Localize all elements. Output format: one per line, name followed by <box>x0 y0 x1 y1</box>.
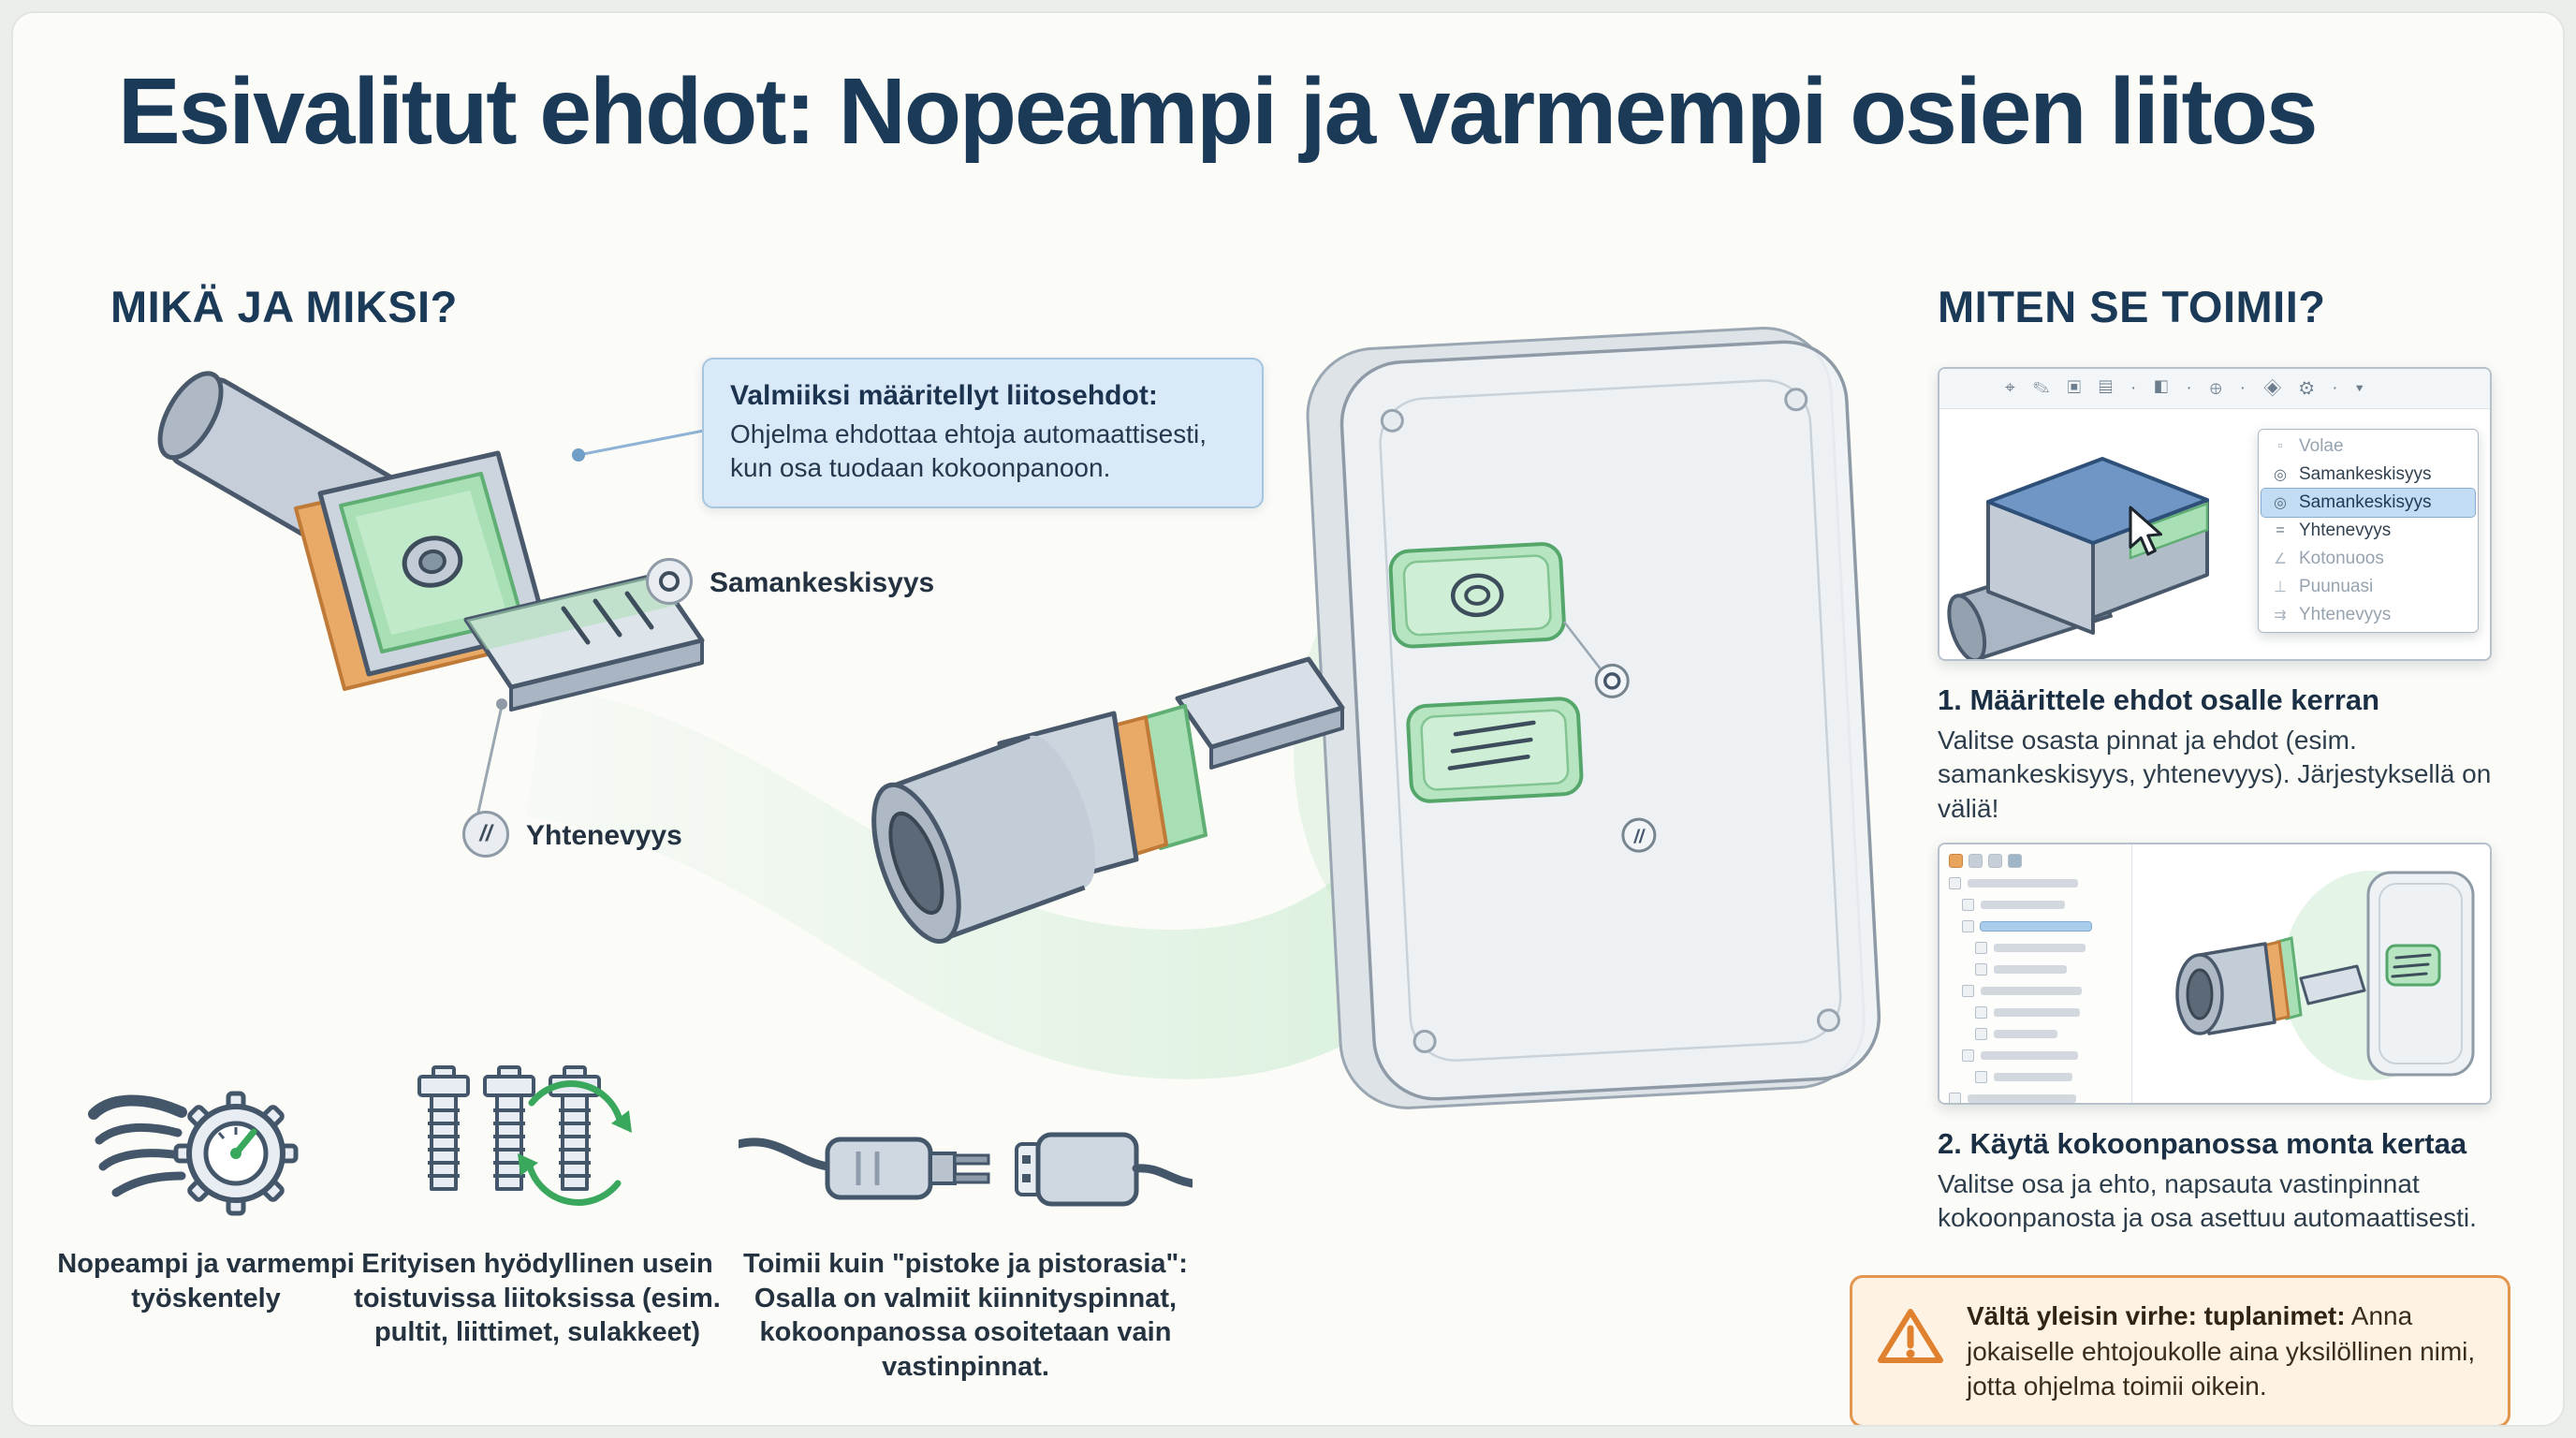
step1-body: Valitse osasta pinnat ja ehdot (esim. sa… <box>1938 726 2492 823</box>
concentric-menu-icon: ◎ <box>2274 467 2287 483</box>
concentric-label: Samankeskisyys <box>710 567 935 598</box>
warning-box: Vältä yleisin virhe: tuplanimet: Anna jo… <box>1850 1275 2510 1425</box>
concentric-menu-icon: ◎ <box>2274 495 2287 511</box>
angle-menu-icon: ∠ <box>2273 551 2288 567</box>
speed-gear-icon <box>88 1091 299 1216</box>
right-section-heading: MITEN SE TOIMII? <box>1938 282 2326 331</box>
tree-row-selected <box>1962 920 2131 932</box>
benefit-caption-speed: Nopeampi ja varmempi työskentely <box>57 1249 355 1313</box>
svg-text://: // <box>1632 827 1647 848</box>
menu-item-selected: ◎ Samankeskisyys <box>2261 488 2476 518</box>
menu-item: ⇉ Yhtenevyys <box>2261 601 2475 629</box>
panel-slot-concentric <box>1388 542 1566 649</box>
warning-icon <box>1878 1309 1943 1363</box>
step2-title: 2. Käytä kokoonpanossa monta kertaa <box>1938 1127 2467 1160</box>
step2-caption: 2. Käytä kokoonpanossa monta kertaa Vali… <box>1938 1127 2507 1236</box>
callout-box: Valmiiksi määritellyt liitosehdot: Ohjel… <box>702 358 1264 508</box>
tree-toolbar-icons <box>1949 854 2131 868</box>
step1-title: 1. Määrittele ehdot osalle kerran <box>1938 683 2380 716</box>
step2-body: Valitse osa ja ehto, napsauta vastinpinn… <box>1938 1169 2477 1233</box>
step1-caption: 1. Määrittele ehdot osalle kerran Valits… <box>1938 683 2507 826</box>
concentric-icon <box>646 558 693 605</box>
coincident-menu-icon: = <box>2276 522 2285 538</box>
menu-item: ◎ Samankeskisyys <box>2261 461 2475 489</box>
benefit-caption-plug: Toimii kuin "pistoke ja pistorasia": Osa… <box>743 1249 1188 1382</box>
concentric-ring <box>659 571 680 592</box>
coincident-label: Yhtenevyys <box>526 820 682 851</box>
left-section-heading: MIKÄ JA MIKSI? <box>110 282 458 331</box>
assembly-scene-illustration: // <box>157 327 1881 1109</box>
callout-pointer-line <box>572 429 705 462</box>
infographic-card: Esivalitut ehdot: Nopeampi ja varmempi o… <box>11 11 2565 1427</box>
menu-item: ▫ Volae <box>2261 433 2475 461</box>
left-connector-part <box>157 371 705 712</box>
warning-text: Vältä yleisin virhe: tuplanimet: Anna jo… <box>1967 1299 2483 1404</box>
panel-slot-coincident <box>1406 697 1584 803</box>
callout-body: Ohjelma ehdottaa ehtoja automaattisesti,… <box>730 419 1207 483</box>
selected-part-illustration <box>1947 457 2209 659</box>
cad-toolbar: ⌖ ✎ ▣ ▤ · ◧ · ⊕ · ◈ ⚙ · ▾ <box>1939 369 2490 409</box>
feature-tree <box>1939 844 2132 1103</box>
parallel-menu-icon: ⇉ <box>2274 608 2287 624</box>
bolts-repeat-icon <box>417 1065 632 1206</box>
menu-item-icon: ▫ <box>2277 438 2283 454</box>
plug-socket-icon <box>739 1132 1193 1207</box>
coincident-icon: // <box>462 811 509 858</box>
mate-context-menu: ▫ Volae ◎ Samankeskisyys ◎ Samankeskisyy… <box>2258 429 2479 633</box>
menu-item: ⊥ Puunuasi <box>2261 573 2475 601</box>
warning-body: Anna jokaiselle ehtojoukolle aina yksilö… <box>1967 1301 2476 1401</box>
perpendicular-menu-icon: ⊥ <box>2274 580 2287 595</box>
panel-concentric-icon <box>1594 663 1630 698</box>
center-connector-part <box>871 656 1345 945</box>
page-title: Esivalitut ehdot: Nopeampi ja varmempi o… <box>118 59 2319 164</box>
benefit-caption-repeat: Erityisen hyödyllinen usein toistuvissa … <box>354 1249 721 1348</box>
cursor-icon <box>2129 506 2163 556</box>
menu-item: = Yhtenevyys <box>2261 517 2475 545</box>
warning-title: Vältä yleisin virhe: tuplanimet: <box>1967 1301 2346 1330</box>
assembly-preview-illustration <box>2175 871 2475 1080</box>
menu-item: ∠ Kotonuoos <box>2261 545 2475 573</box>
back-panel: // <box>1306 327 1881 1109</box>
callout-title: Valmiiksi määritellyt liitosehdot: <box>730 380 1158 411</box>
coincident-pointer-line <box>476 698 507 817</box>
step1-screenshot: ⌖ ✎ ▣ ▤ · ◧ · ⊕ · ◈ ⚙ · ▾ ▫ Volae <box>1938 367 2492 661</box>
panel-coincident-icon: // <box>1621 817 1657 853</box>
step2-screenshot <box>1938 843 2492 1105</box>
